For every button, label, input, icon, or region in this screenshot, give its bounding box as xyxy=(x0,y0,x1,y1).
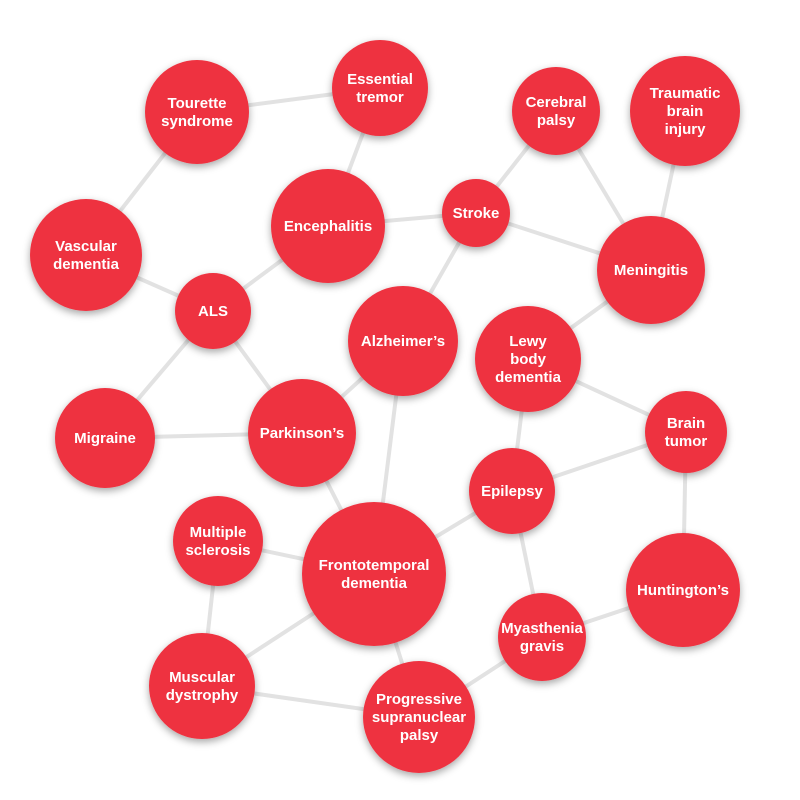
node-label-lewy-body-dementia-line-2: dementia xyxy=(495,369,562,386)
node-label-stroke-line-0: Stroke xyxy=(453,205,500,222)
node-epilepsy: Epilepsy xyxy=(469,448,555,534)
node-label-essential-tremor-line-0: Essential xyxy=(347,71,413,88)
node-label-brain-tumor-line-1: tumor xyxy=(665,433,708,450)
node-label-progressive-supranuclear-palsy-line-2: palsy xyxy=(400,727,439,744)
node-stroke: Stroke xyxy=(442,179,510,247)
node-als: ALS xyxy=(175,273,251,349)
node-meningitis: Meningitis xyxy=(597,216,705,324)
node-circle-migraine xyxy=(55,388,155,488)
node-label-traumatic-brain-injury-line-0: Traumatic xyxy=(650,85,721,102)
node-circle-tourette xyxy=(145,60,249,164)
node-label-traumatic-brain-injury-line-1: brain xyxy=(667,103,704,120)
node-label-vascular-dementia-line-0: Vascular xyxy=(55,238,117,255)
node-circle-epilepsy xyxy=(469,448,555,534)
node-label-lewy-body-dementia-line-1: body xyxy=(510,351,546,368)
node-circle-vascular-dementia xyxy=(30,199,142,311)
node-circle-cerebral-palsy xyxy=(512,67,600,155)
node-label-frontotemporal-dementia-line-1: dementia xyxy=(341,575,408,592)
node-label-progressive-supranuclear-palsy-line-0: Progressive xyxy=(376,691,462,708)
node-label-brain-tumor-line-0: Brain xyxy=(667,415,705,432)
node-label-myasthenia-gravis-line-0: Myasthenia xyxy=(501,620,583,637)
node-circle-brain-tumor xyxy=(645,391,727,473)
node-circle-traumatic-brain-injury xyxy=(630,56,740,166)
node-circle-parkinsons xyxy=(248,379,356,487)
node-circle-lewy-body-dementia xyxy=(475,306,581,412)
node-label-myasthenia-gravis-line-1: gravis xyxy=(520,638,564,655)
node-circle-huntingtons xyxy=(626,533,740,647)
node-circle-progressive-supranuclear-palsy xyxy=(363,661,475,773)
node-label-alzheimers-line-0: Alzheimer’s xyxy=(361,333,445,350)
node-label-epilepsy-line-0: Epilepsy xyxy=(481,483,543,500)
node-label-parkinsons-line-0: Parkinson’s xyxy=(260,425,344,442)
node-label-essential-tremor-line-1: tremor xyxy=(356,89,404,106)
node-label-muscular-dystrophy-line-0: Muscular xyxy=(169,669,235,686)
node-label-meningitis-line-0: Meningitis xyxy=(614,262,688,279)
node-circle-frontotemporal-dementia xyxy=(302,502,446,646)
node-label-tourette-line-1: syndrome xyxy=(161,113,233,130)
node-encephalitis: Encephalitis xyxy=(271,169,385,283)
node-circle-alzheimers xyxy=(348,286,458,396)
node-label-lewy-body-dementia-line-0: Lewy xyxy=(509,333,547,350)
node-label-multiple-sclerosis-line-0: Multiple xyxy=(190,524,247,541)
node-label-tourette-line-0: Tourette xyxy=(168,95,227,112)
node-parkinsons: Parkinson’s xyxy=(248,379,356,487)
node-label-muscular-dystrophy-line-1: dystrophy xyxy=(166,687,239,704)
node-circle-encephalitis xyxy=(271,169,385,283)
node-circle-stroke xyxy=(442,179,510,247)
node-circle-myasthenia-gravis xyxy=(498,593,586,681)
node-circle-als xyxy=(175,273,251,349)
node-label-als-line-0: ALS xyxy=(198,303,228,320)
node-label-frontotemporal-dementia-line-0: Frontotemporal xyxy=(319,557,430,574)
node-circle-multiple-sclerosis xyxy=(173,496,263,586)
node-label-progressive-supranuclear-palsy-line-1: supranuclear xyxy=(372,709,466,726)
node-alzheimers: Alzheimer’s xyxy=(348,286,458,396)
node-circle-muscular-dystrophy xyxy=(149,633,255,739)
node-label-cerebral-palsy-line-1: palsy xyxy=(537,112,576,129)
node-label-migraine-line-0: Migraine xyxy=(74,430,136,447)
node-label-vascular-dementia-line-1: dementia xyxy=(53,256,120,273)
node-circle-meningitis xyxy=(597,216,705,324)
node-label-traumatic-brain-injury-line-2: injury xyxy=(665,121,706,138)
node-huntingtons: Huntington’s xyxy=(626,533,740,647)
node-migraine: Migraine xyxy=(55,388,155,488)
node-label-multiple-sclerosis-line-1: sclerosis xyxy=(185,542,250,559)
node-label-huntingtons-line-0: Huntington’s xyxy=(637,582,729,599)
node-label-encephalitis-line-0: Encephalitis xyxy=(284,218,372,235)
node-circle-essential-tremor xyxy=(332,40,428,136)
node-label-cerebral-palsy-line-0: Cerebral xyxy=(526,94,587,111)
